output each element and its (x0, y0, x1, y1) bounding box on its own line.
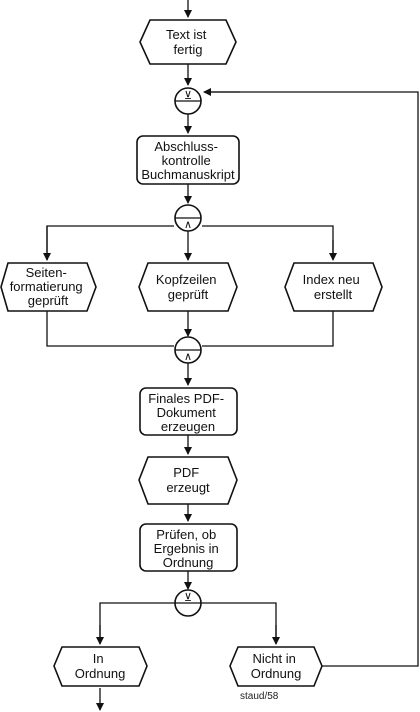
function-finales-pdf: Finales PDF- Dokument erzeugen (139, 387, 238, 436)
svg-text:PDF erzeugt: PDF erzeugt (166, 465, 210, 495)
xor-join-connector: ⊻ (174, 87, 202, 115)
svg-text:⊻: ⊻ (184, 592, 192, 604)
svg-text:In Ordnung: In Ordnung (75, 651, 126, 681)
and-join-connector: ∧ (174, 336, 202, 364)
event-in-ordnung: In Ordnung (53, 646, 148, 687)
xor-split-connector: ⊻ (174, 589, 202, 617)
svg-text:Kopfzeilen geprüft: Kopfzeilen geprüft (156, 272, 220, 302)
source-tag: staud/58 (240, 691, 279, 702)
svg-text:∧: ∧ (184, 219, 192, 231)
event-text-fertig: Text ist fertig (139, 19, 237, 65)
and-split-connector: ∧ (174, 204, 202, 232)
flow-lines (43, 0, 419, 711)
event-kopfzeilen: Kopfzeilen geprüft (138, 262, 238, 312)
svg-text:Abschluss- kontrolle: Abschluss- kontrolle Buchmanuskript (141, 139, 235, 182)
event-nicht-in-ordnung: Nicht in Ordnung (229, 646, 323, 687)
svg-text:Seiten- formatierung: Seiten- formatierung geprüft (10, 265, 87, 308)
svg-text:Prüfen, ob Ergebnis in: Prüfen, ob Ergebnis in Ordnung (154, 527, 223, 570)
svg-text:Index neu erstellt: Index neu erstellt (303, 272, 364, 302)
event-pdf-erzeugt: PDF erzeugt (138, 456, 238, 505)
svg-text:Finales PDF- Dokument: Finales PDF- Dokument erzeugen (148, 391, 227, 434)
function-abschlusskontrolle: Abschluss- kontrolle Buchmanuskript (136, 135, 240, 185)
function-pruefen: Prüfen, ob Ergebnis in Ordnung (139, 523, 238, 572)
event-seitenformatierung: Seiten- formatierung geprüft (0, 262, 97, 312)
event-index: Index neu erstellt (284, 262, 383, 312)
svg-text:∧: ∧ (184, 351, 192, 363)
svg-text:⊻: ⊻ (184, 90, 192, 102)
svg-text:Text ist fertig: Text ist fertig (166, 27, 210, 57)
svg-text:Nicht in Ordnung: Nicht in Ordnung (251, 651, 302, 681)
